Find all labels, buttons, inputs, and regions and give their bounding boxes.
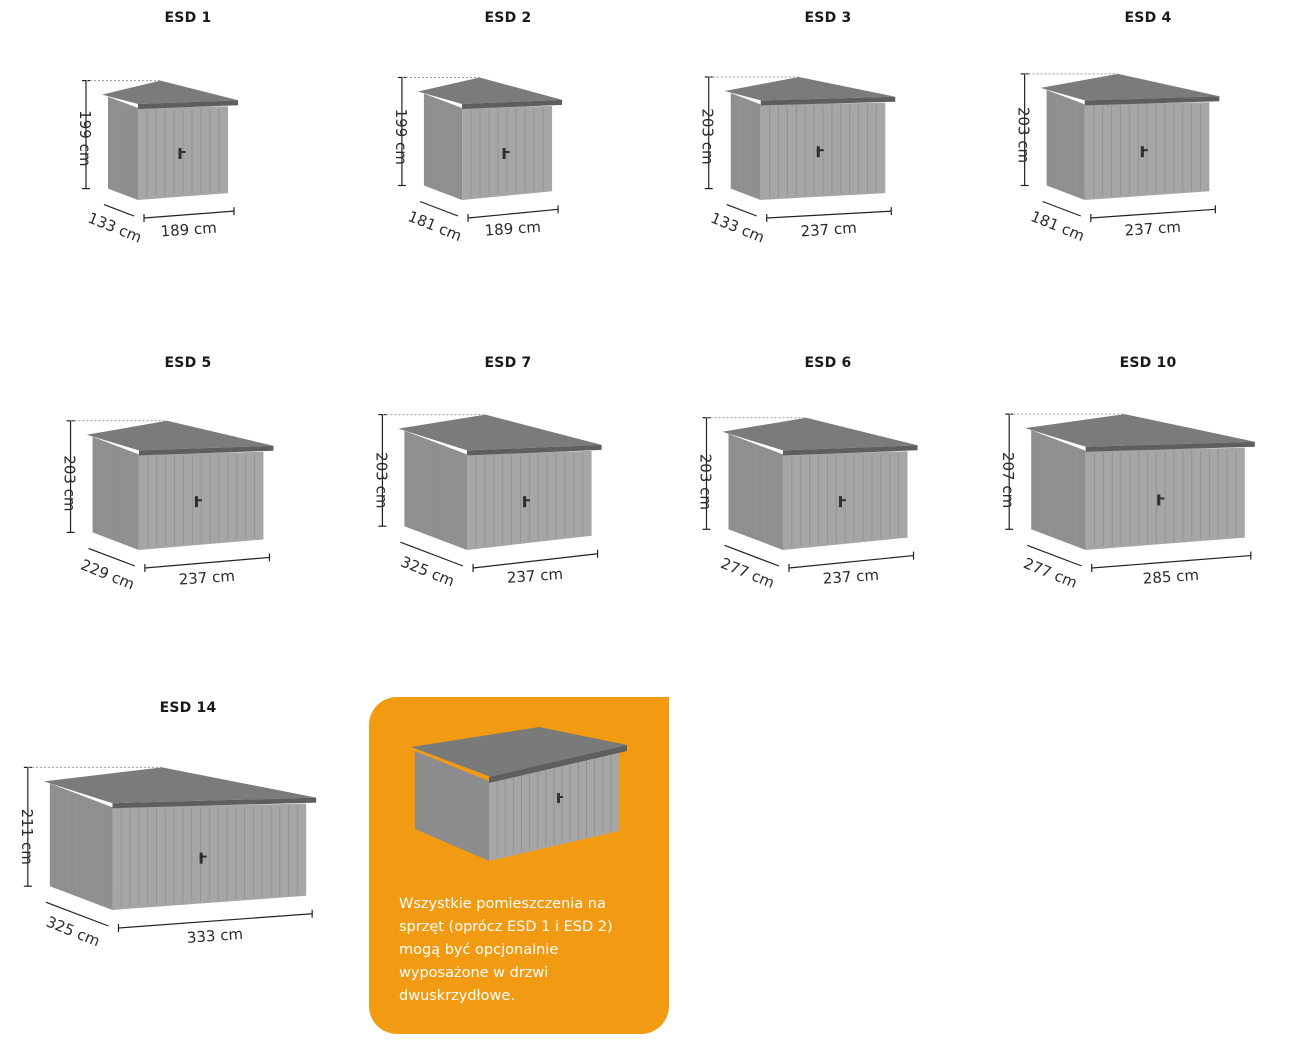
door-handle-icon — [523, 496, 527, 508]
shed-illustration: 203 cm 181 cm 237 cm — [1015, 73, 1220, 245]
depth-label: 133 cm — [708, 209, 767, 247]
door-handle-icon — [839, 496, 843, 508]
shed-roof — [398, 414, 602, 451]
width-label: 189 cm — [484, 218, 541, 240]
shed-card: ESD 7 203 cm 325 cm 237 cm — [348, 345, 668, 645]
height-label: 199 cm — [76, 110, 94, 166]
door-handle-icon — [502, 148, 506, 159]
height-label: 203 cm — [1015, 107, 1033, 163]
shed-illustration: 199 cm 181 cm 189 cm — [392, 76, 563, 245]
shed-side-wall — [92, 436, 139, 550]
double-door-info-box: Wszystkie pomieszczenia na sprzęt (opróc… — [369, 697, 669, 1034]
depth-label: 325 cm — [44, 913, 103, 951]
shed-card: ESD 3 203 cm 133 cm 237 cm — [668, 0, 988, 300]
shed-model-title: ESD 14 — [159, 700, 217, 716]
shed-roof — [102, 80, 238, 104]
shed-card: ESD 1 199 cm 133 cm 189 cm — [28, 0, 348, 300]
shed-roof — [1025, 414, 1255, 447]
height-label: 207 cm — [999, 452, 1017, 508]
width-label: 285 cm — [1142, 566, 1199, 588]
depth-label: 181 cm — [1028, 207, 1087, 245]
width-label: 189 cm — [160, 219, 217, 241]
shed-illustration: 203 cm 133 cm 237 cm — [699, 76, 896, 247]
shed-card: ESD 5 203 cm 229 cm 237 cm — [28, 345, 348, 645]
height-label: 203 cm — [372, 452, 390, 508]
shed-roof — [722, 417, 918, 451]
shed-side-wall — [108, 96, 138, 200]
width-label: 237 cm — [506, 565, 563, 587]
door-handle-icon — [178, 148, 182, 159]
shed-roof — [86, 420, 274, 451]
height-label: 199 cm — [392, 109, 410, 165]
shed-card: ESD 6 203 cm 277 cm 237 cm — [668, 345, 988, 645]
info-note: Wszystkie pomieszczenia na sprzęt (opróc… — [399, 896, 613, 1004]
shed-card: ESD 10 207 cm 277 cm 285 cm — [988, 345, 1308, 645]
depth-label: 277 cm — [1021, 554, 1080, 592]
shed-model-title: ESD 6 — [804, 355, 852, 371]
shed-illustration: 207 cm 277 cm 285 cm — [999, 413, 1255, 592]
shed-model-title: ESD 3 — [804, 10, 852, 26]
door-handle-icon — [816, 146, 820, 158]
height-label: 203 cm — [696, 454, 714, 510]
door-handle-icon — [199, 852, 203, 864]
shed-roof — [417, 77, 563, 104]
shed-illustration: 203 cm 277 cm 237 cm — [696, 417, 918, 592]
shed-side-wall — [404, 430, 468, 550]
width-label: 333 cm — [186, 925, 243, 947]
door-handle-icon — [194, 496, 198, 508]
shed-model-title: ESD 10 — [1119, 355, 1177, 371]
height-label: 211 cm — [18, 809, 36, 865]
shed-model-title: ESD 4 — [1124, 10, 1172, 26]
shed-roof — [1040, 73, 1220, 101]
depth-label: 133 cm — [85, 209, 144, 247]
width-label: 237 cm — [1124, 218, 1181, 240]
shed-card: ESD 4 203 cm 181 cm 237 cm — [988, 0, 1308, 300]
shed-roof — [724, 77, 896, 101]
height-label: 203 cm — [61, 455, 79, 511]
shed-illustration: 199 cm 133 cm 189 cm — [76, 79, 238, 247]
shed-card: ESD 2 199 cm 181 cm 189 cm — [348, 0, 668, 300]
width-label: 237 cm — [800, 219, 857, 241]
shed-illustration: 203 cm 325 cm 237 cm — [372, 413, 602, 591]
shed-card: ESD 14 211 cm 325 cm 333 cm — [18, 690, 348, 990]
shed-roof — [43, 767, 317, 804]
depth-label: 229 cm — [78, 556, 137, 594]
width-label: 237 cm — [178, 567, 235, 589]
shed-model-title: ESD 7 — [484, 355, 532, 371]
shed-illustration: 203 cm 229 cm 237 cm — [61, 420, 274, 594]
shed-side-wall — [730, 93, 761, 200]
shed-illustration: 211 cm 325 cm 333 cm — [18, 766, 317, 951]
shed-model-title: ESD 1 — [164, 10, 212, 26]
shed-side-wall — [49, 783, 113, 910]
depth-label: 181 cm — [405, 207, 464, 245]
shed-model-title: ESD 2 — [484, 10, 532, 26]
double-door-shed-icon — [411, 727, 627, 861]
door-handle-icon — [1140, 146, 1144, 158]
depth-label: 325 cm — [398, 553, 457, 591]
shed-model-title: ESD 5 — [164, 355, 212, 371]
depth-label: 277 cm — [718, 554, 777, 592]
height-label: 203 cm — [699, 108, 717, 164]
door-handle-icon — [1157, 494, 1161, 506]
width-label: 237 cm — [822, 566, 879, 588]
